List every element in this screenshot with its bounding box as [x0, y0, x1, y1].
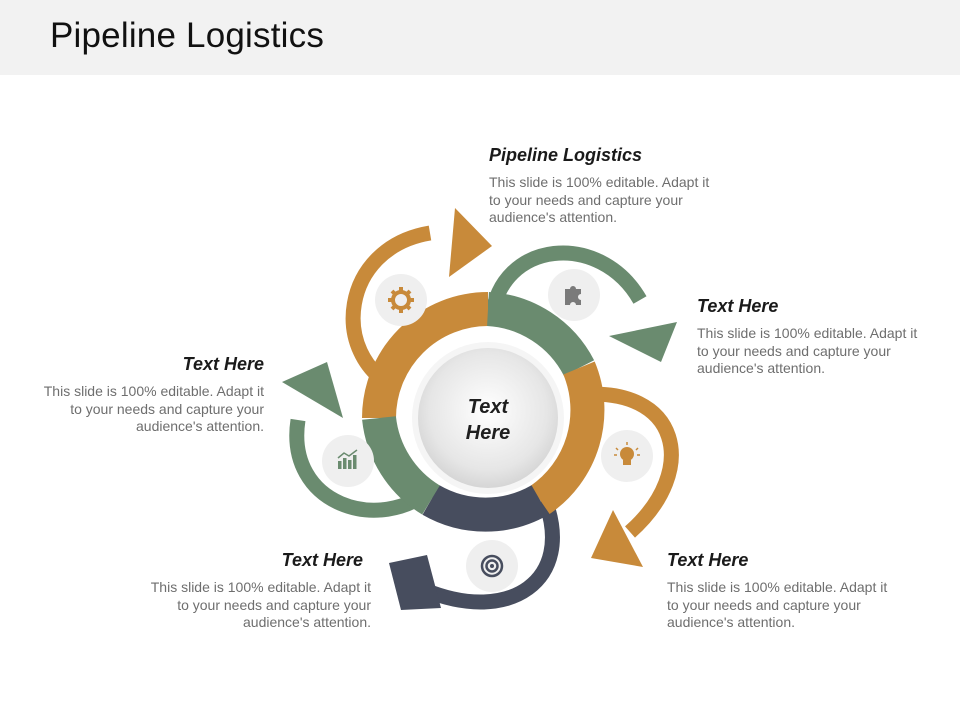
block-title: Text Here [182, 354, 264, 374]
puzzle-icon [548, 269, 600, 321]
arrow-green-top-right [484, 245, 677, 362]
center-label-line2: Here [465, 422, 511, 444]
lightbulb-icon [601, 430, 653, 482]
arrow-orange-right [577, 386, 679, 567]
arrow-navy-bottom [389, 497, 560, 610]
bar-chart-icon [322, 435, 374, 487]
text-block-right-bottom: Text Here This slide is 100% editable. A… [667, 550, 892, 632]
text-block-left-bottom: Text Here This slide is 100% editable. A… [146, 550, 371, 632]
block-description: This slide is 100% editable. Adapt it to… [697, 325, 918, 376]
block-description: This slide is 100% editable. Adapt it to… [150, 579, 371, 630]
slide-title: Pipeline Logistics [50, 16, 325, 55]
center-disc [418, 348, 558, 488]
text-block-right-top: Text Here This slide is 100% editable. A… [697, 296, 922, 378]
target-icon [466, 540, 518, 592]
text-block-top: Pipeline Logistics This slide is 100% ed… [489, 145, 714, 227]
block-title: Pipeline Logistics [489, 145, 643, 165]
center-label: Text Here [428, 394, 548, 446]
text-block-left: Text Here This slide is 100% editable. A… [40, 354, 264, 436]
block-description: This slide is 100% editable. Adapt it to… [667, 579, 888, 630]
block-description: This slide is 100% editable. Adapt it to… [43, 383, 264, 434]
center-label-line1: Text [467, 396, 509, 418]
segment-ring [362, 292, 605, 532]
block-title: Text Here [697, 296, 779, 316]
gear-icon [375, 274, 427, 326]
title-bar [0, 0, 960, 75]
block-description: This slide is 100% editable. Adapt it to… [489, 174, 710, 225]
block-title: Text Here [667, 550, 749, 570]
block-title: Text Here [281, 550, 363, 570]
